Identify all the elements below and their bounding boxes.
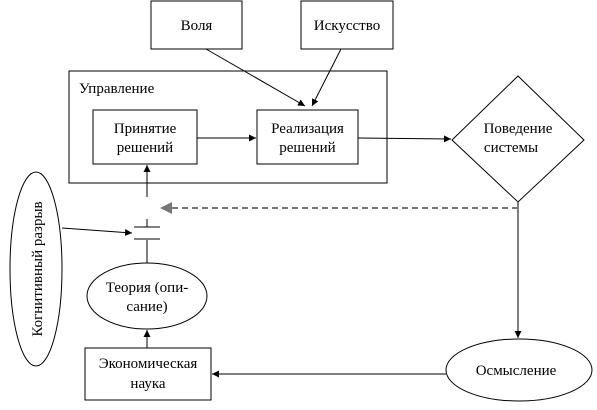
kognitivny-label: Когнитивный разрыв [30, 201, 46, 336]
ekonomicheskaya-label-2: наука [130, 376, 165, 392]
prinyatie-node: Принятие решений [92, 109, 198, 165]
volya-label: Воля [181, 18, 213, 34]
volya-node: Воля [150, 0, 243, 50]
realizatsiya-label-1: Реализация [271, 121, 344, 137]
upravlenie-label: Управление [79, 81, 155, 97]
teoriya-label-2: сание) [126, 299, 167, 315]
teoriya-node: Теория (опи- сание) [86, 262, 208, 330]
osmyslenie-label: Осмысление [476, 363, 557, 379]
arrow-realizatsiya-povedenie [357, 135, 452, 143]
arrow-iskusstvo-realizatsiya [311, 48, 342, 107]
arrow-kognitivny-gap [61, 227, 133, 236]
ekonomicheskaya-node: Экономическая наука [84, 347, 212, 401]
prinyatie-label-1: Принятие [114, 121, 177, 137]
kognitivny-node: Когнитивный разрыв [9, 171, 63, 367]
iskusstvo-node: Искусство [300, 0, 394, 50]
iskusstvo-label: Искусство [314, 18, 380, 34]
prinyatie-label-2: решений [117, 140, 173, 156]
povedenie-label-1: Поведение [484, 121, 553, 137]
povedenie-node: Поведение системы [451, 75, 585, 203]
povedenie-label-2: системы [484, 140, 538, 156]
arrow-volya-realizatsiya [205, 48, 306, 107]
teoriya-label-1: Теория (опи- [106, 280, 188, 296]
ekonomicheskaya-label-1: Экономическая [99, 356, 198, 372]
realizatsiya-label-2: решений [279, 140, 335, 156]
osmyslenie-node: Осмысление [445, 338, 593, 402]
realizatsiya-node: Реализация решений [256, 109, 359, 165]
